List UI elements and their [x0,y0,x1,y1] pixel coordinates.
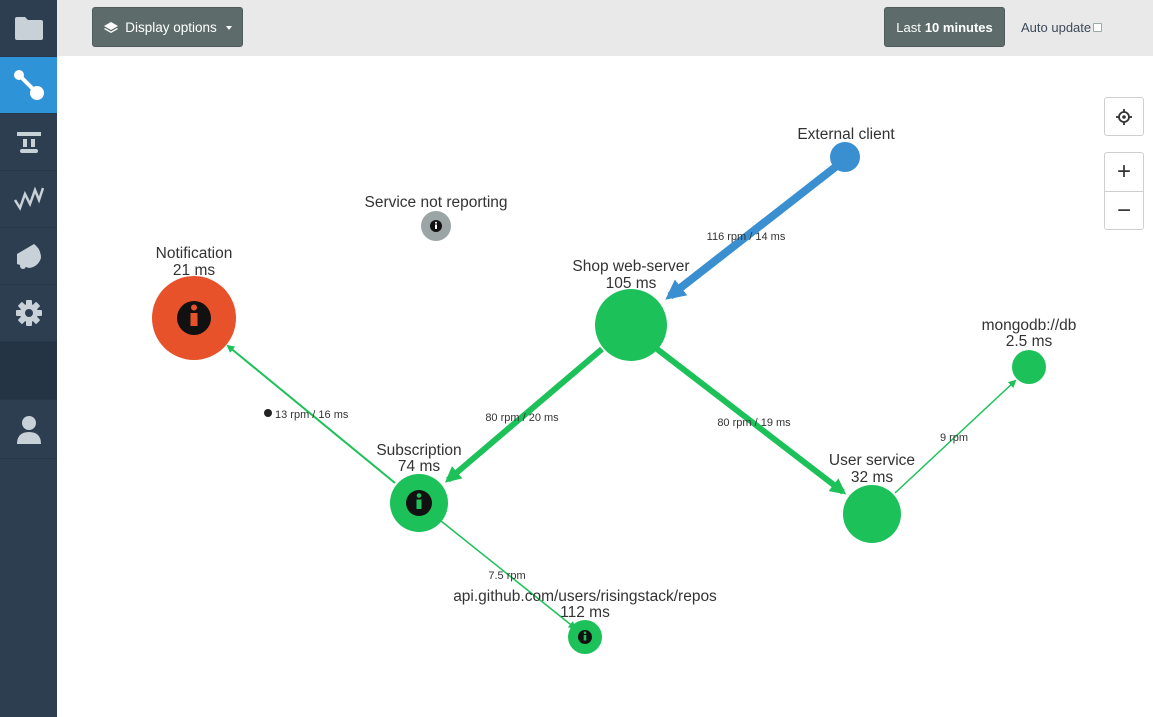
node-name: Service not reporting [364,194,507,211]
trace-icon [16,132,41,153]
sidebar-item-settings[interactable] [0,285,57,342]
node-shop-web-server[interactable]: Shop web-server 105 ms [572,258,690,361]
sidebar-item-traces[interactable] [0,114,57,171]
node-name: Notification [156,245,233,262]
folder-icon [14,17,43,40]
node-latency: 21 ms [173,262,215,279]
node-latency: 2.5 ms [1006,333,1053,350]
node-github-api[interactable]: api.github.com/users/risingstack/repos 1… [453,588,717,654]
edge-user-service-to-mongodb[interactable] [894,379,1017,494]
node-notification[interactable]: Notification 21 ms [152,245,236,360]
edge-external-to-shop[interactable] [665,161,841,300]
zoom-out-button[interactable]: − [1105,191,1143,229]
sidebar-item-profile[interactable] [0,402,57,459]
auto-update-toggle[interactable]: Auto update [1021,20,1103,35]
sidebar-spacer [0,342,57,400]
metrics-icon [13,186,44,211]
edge-label-sub-to-github: 7.5 rpm [488,570,525,582]
node-mongodb[interactable]: mongodb://db 2.5 ms [982,317,1077,384]
edge-label-user-to-mongodb: 9 rpm [940,432,968,444]
recenter-button[interactable] [1104,97,1144,136]
display-options-button[interactable]: Display options [92,7,243,47]
sidebar-item-alerts[interactable] [0,228,57,285]
sidebar-item-projects[interactable] [0,0,57,57]
node-subscription[interactable]: Subscription 74 ms [376,442,462,532]
user-icon [16,416,41,444]
time-range-button[interactable]: Last 10 minutes [884,7,1005,47]
edge-label-group-sub-notification: 13 rpm / 16 ms [264,409,349,421]
sidebar-item-topology[interactable] [0,57,57,114]
topology-icon [13,70,44,100]
edge-label-shop-to-subscription: 80 rpm / 20 ms [485,412,559,424]
display-options-label: Display options [125,19,217,35]
node-name: User service [829,452,915,469]
edge-label-external-to-shop: 116 rpm / 14 ms [707,231,786,243]
edge-shop-to-user-service[interactable] [655,346,847,495]
layers-icon [104,22,119,33]
node-name: External client [797,126,895,143]
chevron-down-icon [225,26,232,30]
sidebar-item-metrics[interactable] [0,171,57,228]
node-user-service[interactable]: User service 32 ms [829,452,915,543]
zoom-controls: + − [1104,152,1144,230]
info-icon [264,409,272,417]
top-toolbar: Display options Last 10 minutes Auto upd… [57,0,1153,56]
edge-label-sub-to-notification: 13 rpm / 16 ms [275,409,349,421]
node-name: mongodb://db [982,317,1077,334]
node-latency: 105 ms [606,275,657,292]
node-latency: 112 ms [560,604,610,621]
node-external-client[interactable]: External client [797,126,895,172]
auto-update-checkbox[interactable] [1093,23,1103,32]
node-latency: 74 ms [398,458,440,475]
alerts-icon [16,244,41,269]
node-name: Subscription [376,442,461,459]
gear-icon [15,300,42,326]
edge-subscription-to-github[interactable] [440,520,577,630]
time-range-value: 10 minutes [924,19,993,35]
time-range-prefix: Last [896,19,921,35]
node-latency: 32 ms [851,469,893,486]
zoom-in-button[interactable]: + [1116,158,1131,185]
edge-label-shop-to-user-service: 80 rpm / 19 ms [717,417,791,429]
edge-shop-to-subscription[interactable] [444,346,604,483]
sidebar [0,0,57,717]
node-name: api.github.com/users/risingstack/repos [453,588,717,605]
node-name: Shop web-server [572,258,689,275]
node-service-not-reporting[interactable]: Service not reporting [364,194,508,241]
edge-subscription-to-notification[interactable] [226,344,396,484]
crosshair-icon [1116,108,1132,125]
auto-update-label: Auto update [1021,20,1092,35]
